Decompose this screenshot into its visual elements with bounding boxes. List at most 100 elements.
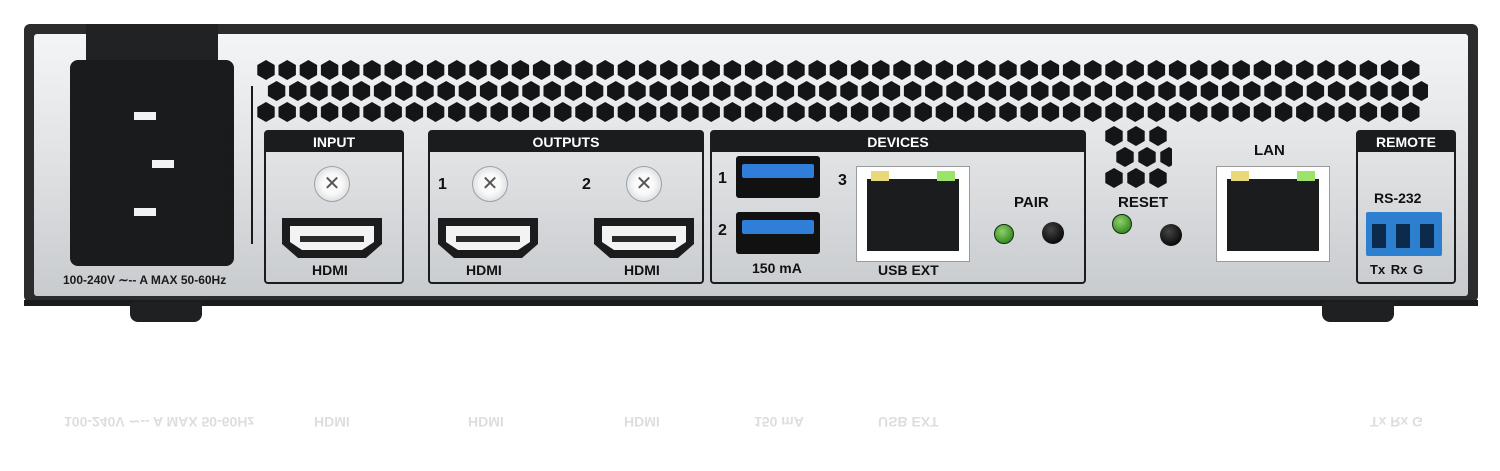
vent-hole bbox=[935, 102, 954, 122]
vent-hole bbox=[1149, 168, 1167, 188]
usb-current-label: 150 mA bbox=[752, 260, 802, 276]
surface-reflection: 100-240V ∼-- A MAX 50-60Hz HDMI HDMI HDM… bbox=[24, 330, 1478, 440]
vent-hole bbox=[1084, 102, 1102, 122]
vent-hole bbox=[1359, 102, 1378, 122]
rs232-terminal-block[interactable] bbox=[1366, 212, 1442, 256]
vent-hole bbox=[469, 60, 487, 80]
hdmi-input-port[interactable] bbox=[280, 216, 384, 260]
vent-hole bbox=[1127, 126, 1145, 146]
output-1-hdmi-label: HDMI bbox=[466, 262, 502, 278]
vent-hole bbox=[490, 102, 508, 122]
power-rating-label: 100-240V ∼-- A MAX 50-60Hz bbox=[63, 273, 227, 287]
hdmi-output-2-port[interactable] bbox=[592, 216, 696, 260]
vent-hole bbox=[978, 102, 996, 122]
vent-hole bbox=[278, 60, 296, 80]
outputs-group: OUTPUTS bbox=[428, 130, 704, 284]
vent-hole bbox=[1126, 102, 1144, 122]
rs232-g-terminal bbox=[1420, 224, 1434, 248]
vent-hole bbox=[1041, 102, 1060, 122]
vent-hole bbox=[935, 60, 954, 80]
lan-jack bbox=[1227, 179, 1319, 251]
vent-hole bbox=[787, 60, 805, 80]
lan-label: LAN bbox=[1254, 142, 1285, 159]
vent-hole bbox=[1285, 81, 1303, 101]
vent-hole bbox=[1296, 60, 1314, 80]
screw-icon: ✕ bbox=[626, 166, 662, 202]
vent-hole bbox=[1402, 60, 1420, 80]
usb-ext-jack bbox=[867, 179, 959, 251]
vent-hole bbox=[363, 60, 381, 80]
vent-hole bbox=[617, 102, 636, 122]
output-1-number: 1 bbox=[438, 176, 447, 193]
reflection-label: 150 mA bbox=[754, 414, 804, 430]
vent-hole bbox=[670, 81, 689, 101]
vent-hole bbox=[1317, 102, 1335, 122]
chassis-bottom-edge bbox=[24, 300, 1478, 306]
vent-hole bbox=[596, 60, 614, 80]
vent-hole bbox=[1211, 102, 1229, 122]
vent-hole bbox=[1327, 81, 1346, 101]
usb-port-2-insert bbox=[742, 220, 814, 234]
vent-hole bbox=[458, 81, 477, 101]
vent-hole bbox=[257, 102, 275, 122]
input-group: INPUT bbox=[264, 130, 404, 284]
vent-hole bbox=[1338, 60, 1356, 80]
vent-hole bbox=[1158, 81, 1176, 101]
vent-hole bbox=[384, 102, 402, 122]
power-inlet-housing bbox=[86, 24, 218, 64]
vent-hole bbox=[1073, 81, 1091, 101]
vent-hole bbox=[373, 81, 392, 101]
vent-hole bbox=[1349, 81, 1367, 101]
ventilation-cluster bbox=[1105, 126, 1172, 188]
vent-hole bbox=[1232, 102, 1250, 122]
vent-hole bbox=[893, 60, 911, 80]
vent-hole bbox=[638, 60, 657, 80]
vent-hole bbox=[532, 60, 551, 80]
model-divider bbox=[251, 86, 253, 244]
hdmi-output-1-port[interactable] bbox=[436, 216, 540, 260]
vent-hole bbox=[1062, 60, 1081, 80]
devices-group: DEVICES bbox=[710, 130, 1086, 284]
vent-hole bbox=[797, 81, 816, 101]
rubber-foot-left bbox=[130, 302, 202, 322]
vent-hole bbox=[501, 81, 519, 101]
vent-hole bbox=[511, 60, 530, 80]
vent-hole bbox=[681, 102, 699, 122]
vent-hole bbox=[723, 60, 742, 80]
usb-port-2[interactable] bbox=[736, 212, 820, 254]
usb-ext-port[interactable] bbox=[856, 166, 970, 262]
lan-port[interactable] bbox=[1216, 166, 1330, 262]
rs232-label: RS-232 bbox=[1374, 190, 1422, 206]
remote-header: REMOTE bbox=[1358, 132, 1454, 152]
vent-hole bbox=[1137, 81, 1155, 101]
vent-hole bbox=[363, 102, 381, 122]
usb-ext-number: 3 bbox=[838, 172, 847, 189]
usb-ext-led-yellow bbox=[871, 171, 889, 181]
reset-button[interactable] bbox=[1160, 224, 1182, 246]
power-inlet[interactable] bbox=[70, 60, 234, 266]
pair-button[interactable] bbox=[1042, 222, 1064, 244]
vent-hole bbox=[1402, 102, 1420, 122]
vent-hole bbox=[1380, 102, 1399, 122]
vent-hole bbox=[267, 81, 286, 101]
vent-hole bbox=[1200, 81, 1219, 101]
vent-hole bbox=[723, 102, 742, 122]
lan-led-green bbox=[1297, 171, 1315, 181]
vent-hole bbox=[734, 81, 752, 101]
usb-port-1[interactable] bbox=[736, 156, 820, 198]
vent-hole bbox=[1147, 102, 1166, 122]
vent-hole bbox=[1211, 60, 1229, 80]
vent-hole bbox=[872, 102, 890, 122]
vent-hole bbox=[1380, 60, 1399, 80]
power-pin-bottom bbox=[134, 208, 156, 216]
vent-hole bbox=[543, 81, 561, 101]
screw-icon: ✕ bbox=[314, 166, 350, 202]
vent-hole bbox=[660, 102, 678, 122]
vent-hole bbox=[522, 81, 540, 101]
vent-hole bbox=[1274, 60, 1293, 80]
vent-hole bbox=[893, 102, 911, 122]
vent-hole bbox=[320, 102, 339, 122]
vent-hole bbox=[1232, 60, 1250, 80]
reset-led bbox=[1112, 214, 1132, 234]
vent-hole bbox=[956, 102, 975, 122]
